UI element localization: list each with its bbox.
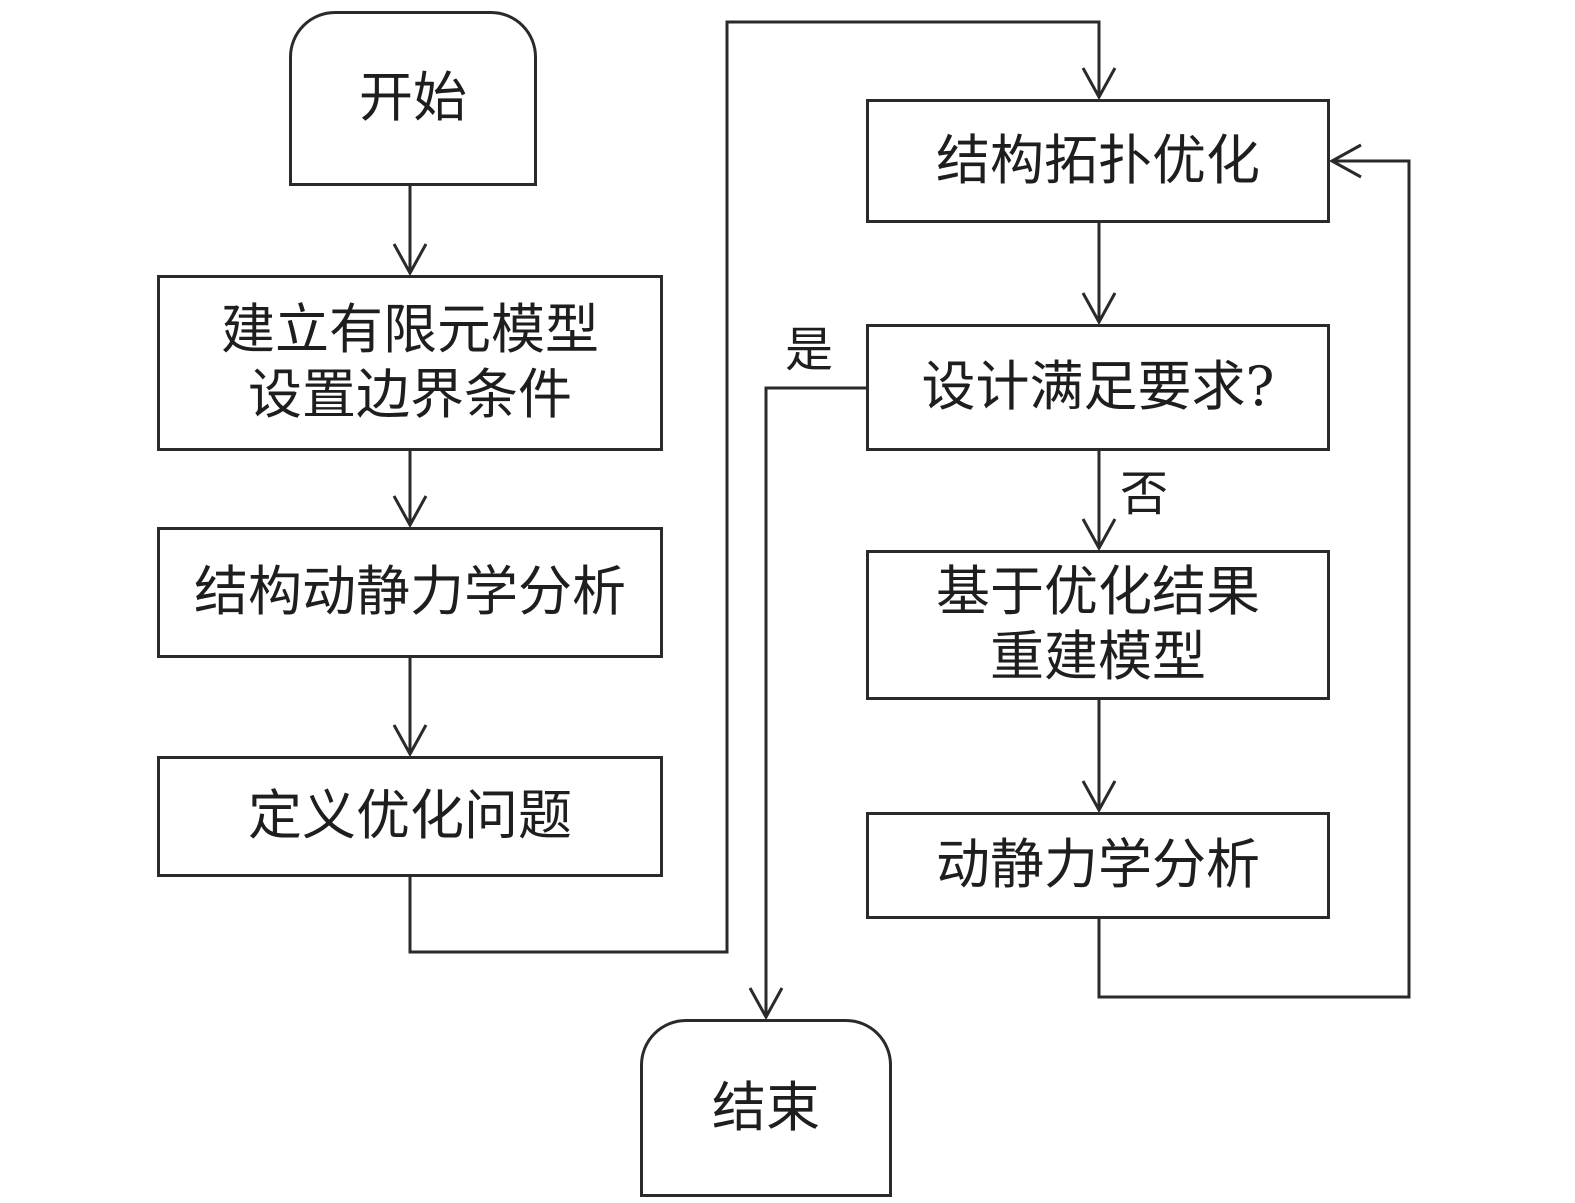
start-node: 开始	[289, 11, 537, 186]
rebuild-model-node: 基于优化结果 重建模型	[866, 550, 1330, 700]
build-model-label-line1: 建立有限元模型	[221, 298, 599, 362]
rebuild-model-label-line2: 重建模型	[990, 625, 1206, 688]
arrow-start-to-model	[392, 186, 428, 277]
define-problem-label: 定义优化问题	[248, 784, 572, 848]
end-node: 结束	[640, 1019, 892, 1197]
rebuild-model-label-line1: 基于优化结果	[936, 560, 1260, 624]
topology-optimization-label: 结构拓扑优化	[936, 128, 1260, 192]
arrow-model-to-analysis	[392, 451, 428, 529]
dynamic-static-analysis-label: 动静力学分析	[936, 833, 1260, 897]
build-model-node: 建立有限元模型 设置边界条件	[157, 275, 663, 451]
start-label: 开始	[359, 66, 467, 130]
arrow-topology-to-check	[1081, 223, 1117, 326]
arrow-loop-back-to-topology	[1097, 143, 1411, 999]
no-edge-label: 否	[1120, 466, 1169, 522]
arrow-analysis-to-define	[392, 658, 428, 758]
end-label: 结束	[712, 1075, 820, 1139]
arrow-define-to-topology	[408, 20, 1117, 954]
yes-edge-label: 是	[785, 322, 834, 378]
arrow-rebuild-to-analysis	[1081, 700, 1117, 814]
topology-optimization-node: 结构拓扑优化	[866, 99, 1330, 223]
build-model-label-line2: 设置边界条件	[248, 363, 572, 426]
dynamic-static-analysis-node: 动静力学分析	[866, 812, 1330, 919]
arrow-check-to-rebuild	[1081, 451, 1117, 552]
define-problem-node: 定义优化问题	[157, 756, 663, 877]
requirement-check-node: 设计满足要求?	[866, 324, 1330, 451]
arrow-check-to-end	[748, 386, 866, 1021]
structural-analysis-label: 结构动静力学分析	[194, 560, 626, 624]
requirement-check-label: 设计满足要求?	[921, 355, 1275, 419]
structural-analysis-node: 结构动静力学分析	[157, 527, 663, 658]
